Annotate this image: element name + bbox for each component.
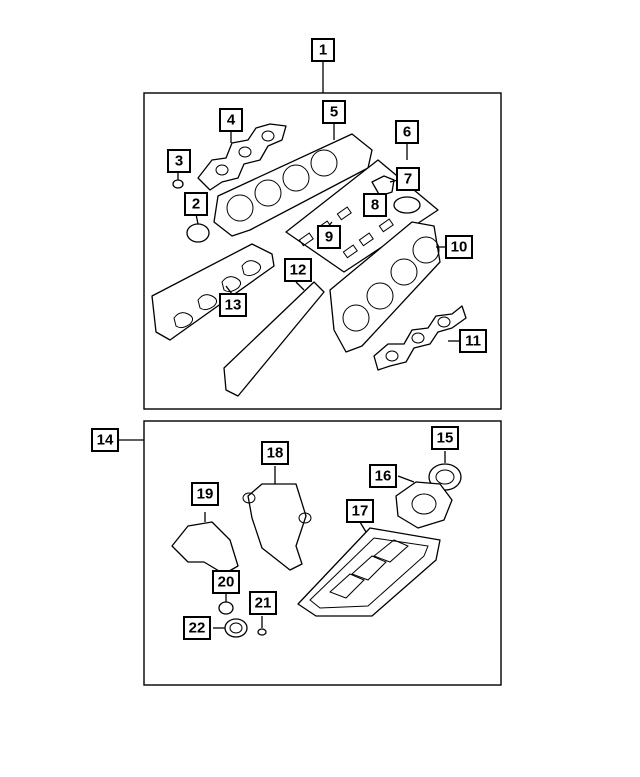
manifold-gasket-left	[197, 123, 287, 191]
head-gasket-left	[213, 133, 373, 237]
callout-20[interactable]: 20	[212, 570, 240, 594]
o-ring-2	[186, 223, 210, 243]
callout-8[interactable]: 8	[363, 193, 387, 217]
svg-text:3: 3	[175, 153, 183, 170]
svg-text:14: 14	[97, 432, 114, 449]
callout-10[interactable]: 10	[445, 235, 473, 259]
svg-text:10: 10	[451, 239, 468, 256]
callout-4[interactable]: 4	[219, 108, 243, 132]
head-gasket-right	[329, 221, 441, 353]
valve-cover-gasket-right	[223, 281, 325, 397]
seal-retainer	[395, 481, 453, 529]
small-plug	[172, 179, 184, 189]
svg-text:17: 17	[352, 503, 369, 520]
callout-5[interactable]: 5	[322, 100, 346, 124]
o-ring-20	[218, 601, 234, 615]
svg-text:9: 9	[325, 229, 333, 246]
callout-17[interactable]: 17	[346, 499, 374, 523]
callout-15[interactable]: 15	[431, 426, 459, 450]
svg-text:16: 16	[375, 468, 392, 485]
svg-text:13: 13	[225, 297, 242, 314]
callout-19[interactable]: 19	[191, 482, 219, 506]
callout-21[interactable]: 21	[249, 591, 277, 615]
lower-gasket-set-frame	[143, 420, 502, 686]
timing-cover-gasket	[242, 483, 312, 571]
callout-12[interactable]: 12	[284, 258, 312, 282]
svg-text:4: 4	[227, 112, 236, 129]
callout-11[interactable]: 11	[459, 329, 487, 353]
callout-13[interactable]: 13	[219, 293, 247, 317]
callout-16[interactable]: 16	[369, 464, 397, 488]
svg-text:15: 15	[437, 430, 454, 447]
front-crank-seal	[224, 618, 248, 638]
svg-text:19: 19	[197, 486, 214, 503]
callout-14[interactable]: 14	[91, 428, 119, 452]
callout-6[interactable]: 6	[395, 120, 419, 144]
svg-text:11: 11	[465, 333, 481, 350]
callout-1[interactable]: 1	[311, 38, 335, 62]
callout-7[interactable]: 7	[396, 167, 420, 191]
callout-2[interactable]: 2	[184, 192, 208, 216]
svg-text:1: 1	[319, 42, 327, 59]
seal-ring-8	[393, 196, 421, 214]
o-ring-21	[257, 628, 267, 636]
callout-22[interactable]: 22	[183, 616, 211, 640]
svg-text:7: 7	[404, 171, 412, 188]
callout-9[interactable]: 9	[317, 225, 341, 249]
svg-text:6: 6	[403, 124, 411, 141]
svg-text:5: 5	[330, 104, 338, 121]
svg-text:12: 12	[290, 262, 307, 279]
svg-text:18: 18	[267, 445, 284, 462]
svg-text:20: 20	[218, 574, 235, 591]
svg-text:21: 21	[255, 595, 272, 612]
valve-cover-gasket-left	[151, 243, 275, 341]
svg-text:22: 22	[189, 620, 206, 637]
manifold-gasket-right	[373, 305, 467, 371]
svg-text:2: 2	[192, 196, 200, 213]
callout-3[interactable]: 3	[167, 149, 191, 173]
water-pump-gasket	[171, 521, 239, 575]
oil-pan-gasket	[297, 527, 441, 617]
svg-text:8: 8	[371, 197, 379, 214]
callout-18[interactable]: 18	[261, 441, 289, 465]
